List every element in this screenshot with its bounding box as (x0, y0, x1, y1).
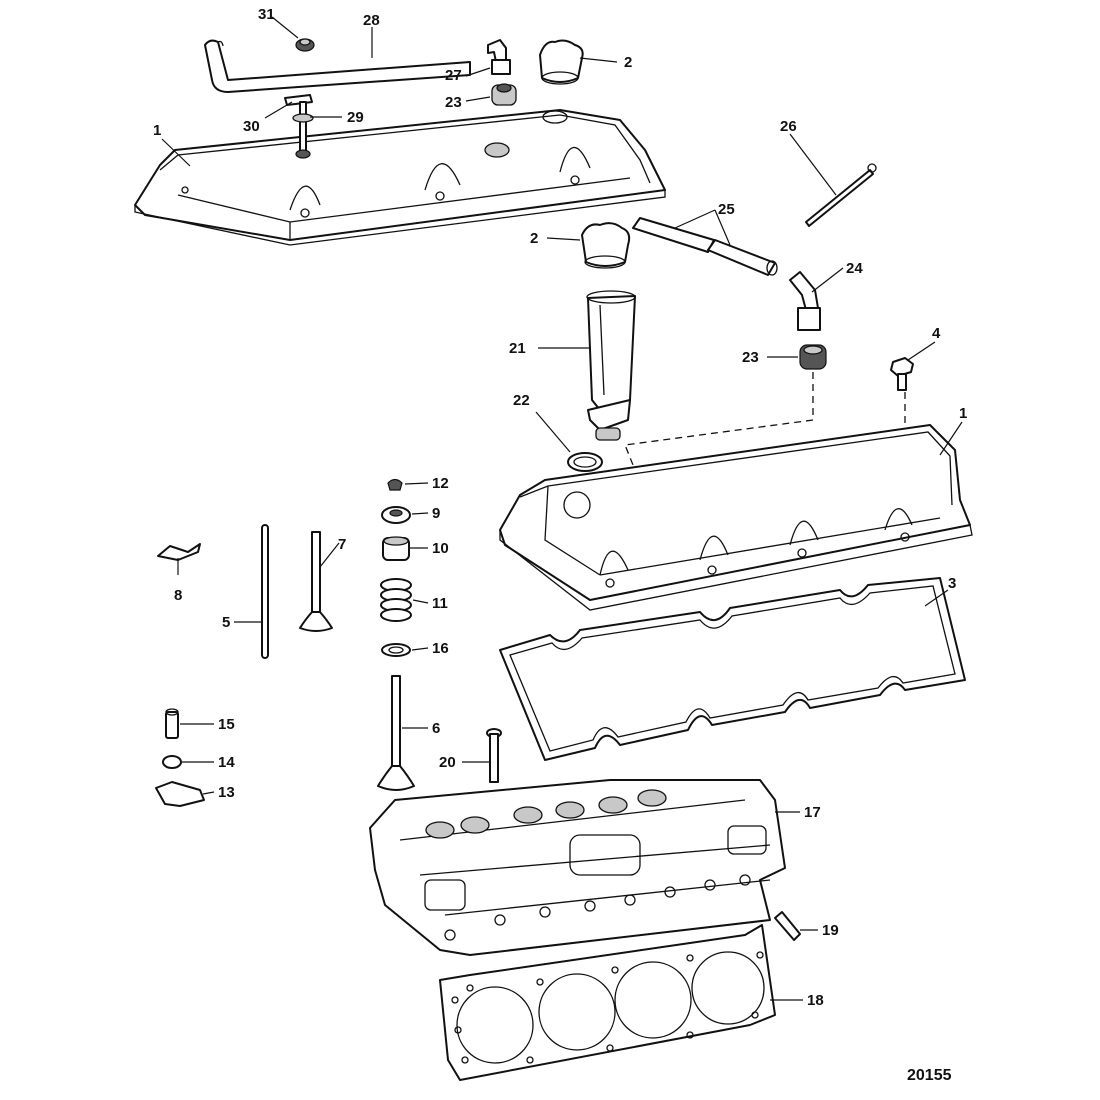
callout-18: 18 (807, 992, 824, 1009)
push-rod (261, 524, 269, 659)
callout-30: 30 (243, 118, 260, 135)
callout-28: 28 (363, 12, 380, 29)
leader-lines (161, 16, 963, 1001)
upper-valve-cover (134, 109, 666, 246)
valve-seal (382, 536, 410, 561)
lower-valve-cover (499, 424, 973, 611)
pivot-ball (162, 755, 182, 769)
callout-22: 22 (513, 392, 530, 409)
callout-14: 14 (218, 754, 235, 771)
callout-27: 27 (445, 67, 462, 84)
callout-15: 15 (218, 716, 235, 733)
callout-29: 29 (347, 109, 364, 126)
callout-labels: 31 28 27 2 23 30 29 1 26 25 2 24 21 23 4… (153, 6, 967, 1009)
callout-8: 8 (174, 587, 182, 604)
cable-tie (805, 163, 877, 227)
callout-4: 4 (932, 325, 941, 342)
figure-number: 20155 (907, 1067, 952, 1084)
vent-tube (204, 39, 471, 93)
guide-plate (157, 543, 201, 561)
rocker-arm (155, 781, 205, 807)
head-gasket (439, 924, 776, 1081)
o-ring (567, 452, 603, 472)
bolt-small (774, 911, 801, 941)
callout-16: 16 (432, 640, 449, 657)
callout-25: 25 (718, 201, 735, 218)
callout-12: 12 (432, 475, 449, 492)
spring-shim (381, 643, 411, 657)
callout-23: 23 (445, 94, 462, 111)
exhaust-valve (299, 531, 333, 632)
callout-23b: 23 (742, 349, 759, 366)
callout-26: 26 (780, 118, 797, 135)
pcv-elbow (789, 271, 821, 331)
callout-21: 21 (509, 340, 526, 357)
elbow-fitting (487, 39, 511, 75)
valve-spring-cap (381, 506, 411, 524)
callout-17: 17 (804, 804, 821, 821)
valve-cover-gasket (499, 577, 966, 761)
callout-1: 1 (153, 122, 161, 139)
callout-24: 24 (846, 260, 863, 277)
head-bolt (486, 728, 502, 783)
callout-1b: 1 (959, 405, 967, 422)
bolt (890, 357, 914, 391)
stud (292, 101, 314, 159)
nut (295, 38, 315, 52)
grommet-lower (799, 344, 827, 370)
intake-valve (377, 675, 415, 791)
fill-tube (586, 290, 636, 441)
valve-keepers (387, 478, 403, 491)
oil-cap (539, 39, 584, 85)
callout-31: 31 (258, 6, 275, 23)
callout-9: 9 (432, 505, 440, 522)
callout-11: 11 (432, 595, 448, 612)
callout-2b: 2 (530, 230, 538, 247)
callout-13: 13 (218, 784, 235, 801)
rocker-stud (165, 708, 179, 739)
valve-spring (380, 578, 412, 622)
callout-7: 7 (338, 536, 346, 553)
cylinder-head (369, 779, 786, 956)
grommet (491, 83, 517, 106)
callout-6: 6 (432, 720, 440, 737)
callout-3: 3 (948, 575, 956, 592)
callout-20: 20 (439, 754, 456, 771)
callout-19: 19 (822, 922, 839, 939)
oil-cap-lower (581, 222, 631, 269)
alignment-line (624, 372, 814, 476)
callout-10: 10 (432, 540, 449, 557)
callout-2: 2 (624, 54, 632, 71)
hoses (632, 217, 778, 276)
callout-5: 5 (222, 614, 230, 631)
